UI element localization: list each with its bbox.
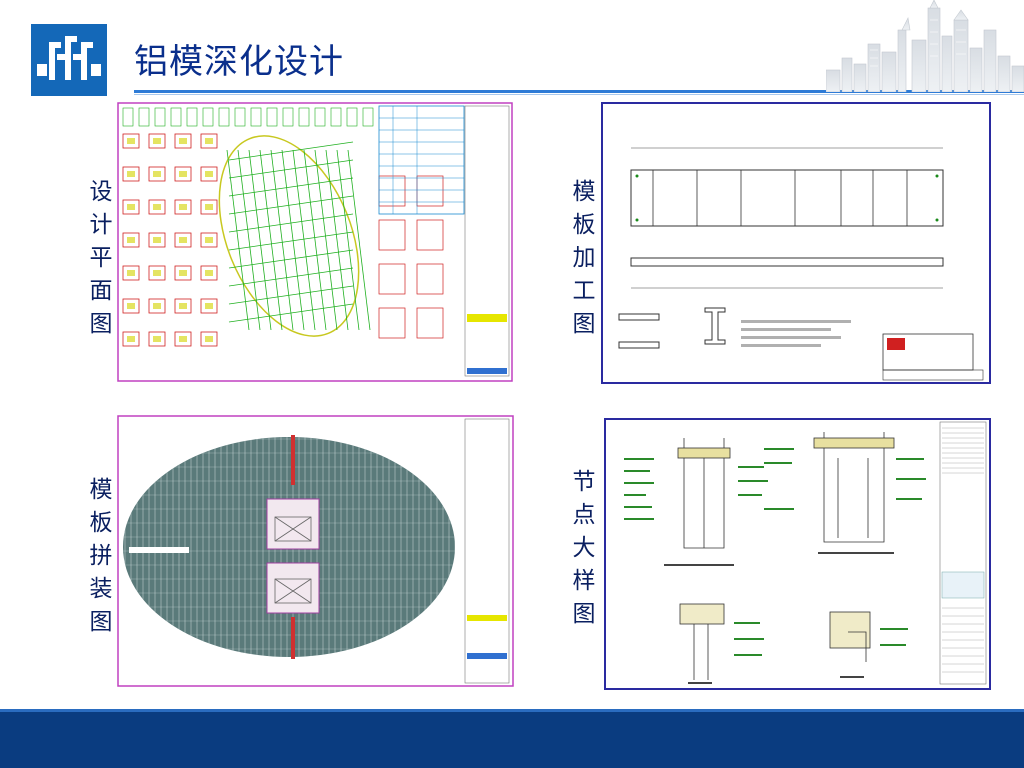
formwork-assembly-drawing — [117, 415, 514, 687]
company-logo — [31, 24, 107, 96]
formwork-processing-drawing — [601, 102, 991, 384]
page-title: 铝模深化设计 — [134, 42, 344, 82]
footer-accent — [0, 709, 1024, 712]
city-skyline-icon — [826, 0, 1024, 92]
title-divider — [134, 90, 1024, 93]
panel-label-processing: 模 板 加 工 图 — [572, 179, 596, 337]
design-plan-drawing — [117, 102, 513, 382]
node-detail-drawing — [604, 418, 991, 690]
panel-label-node-detail: 节 点 大 样 图 — [572, 469, 596, 627]
title-divider-thin — [134, 94, 1024, 95]
cscec-logo-icon — [37, 36, 101, 80]
panel-label-assembly: 模 板 拼 装 图 — [89, 477, 113, 635]
footer-bar — [0, 712, 1024, 768]
panel-label-design-plan: 设 计 平 面 图 — [89, 179, 113, 337]
